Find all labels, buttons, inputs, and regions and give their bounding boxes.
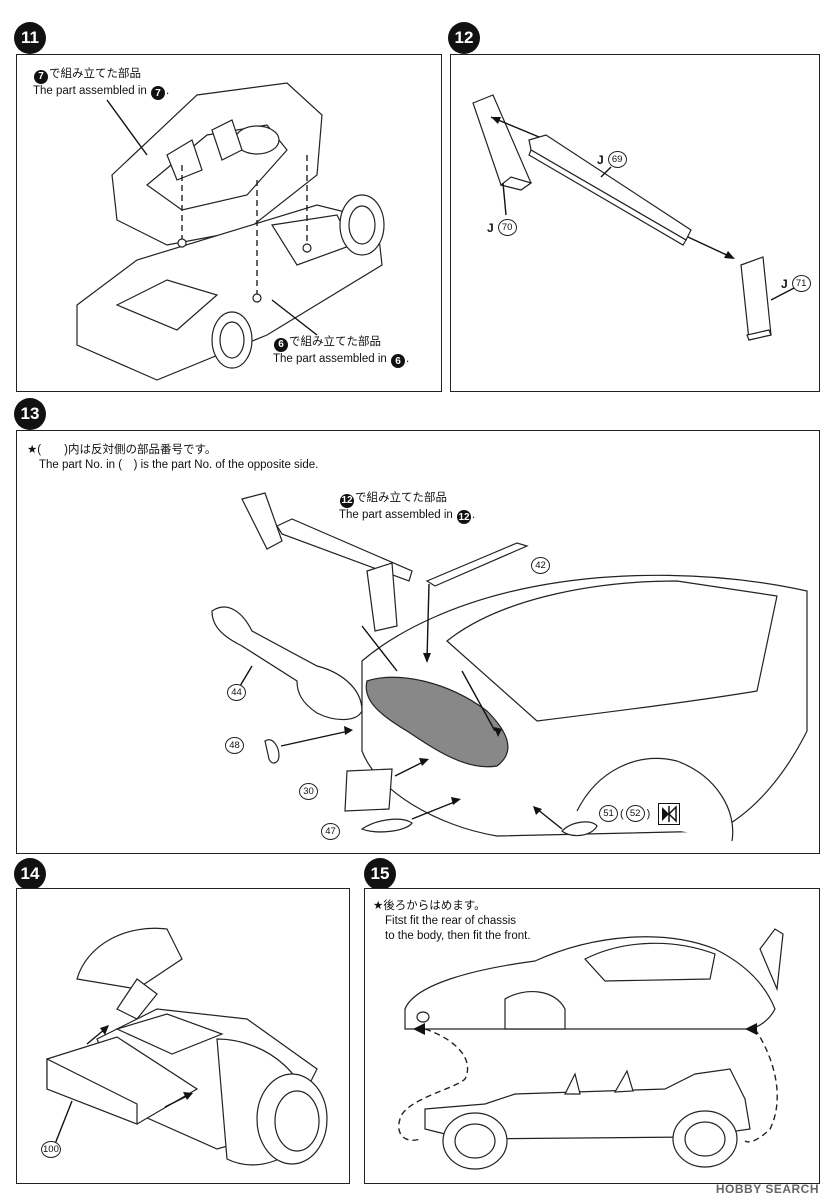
step-11-top-note-jp: で組み立てた部品 (49, 68, 141, 80)
part-label-48: 48 (225, 737, 244, 754)
step-13-panel: ★( )内は反対側の部品番号です。 The part No. in ( ) is… (16, 430, 820, 854)
step-13-assembled-jp: で組み立てた部品 (355, 492, 447, 504)
step-ref-badge: 6 (391, 354, 405, 368)
step-ref-badge: 12 (340, 493, 354, 508)
body-chassis-drawing (398, 928, 784, 1170)
part-number-circle: 47 (321, 823, 340, 840)
step-15-note: ★後ろからはめます。 Fitst fit the rear of chassis… (373, 899, 531, 944)
part-label-j71: J 71 (781, 275, 811, 292)
part-number-circle: 48 (225, 737, 244, 754)
part-number-circle: 51 (599, 805, 618, 822)
part-number-circle: 100 (41, 1141, 61, 1158)
front-chassis-drawing (46, 927, 328, 1166)
step-number-14: 14 (14, 858, 46, 890)
part-label-47: 47 (321, 823, 340, 840)
step-number-11: 11 (14, 22, 46, 54)
step-ref-badge: 12 (457, 510, 471, 524)
part-label-j69: J 69 (597, 151, 627, 168)
part-label-44: 44 (227, 684, 246, 701)
step-11-bottom-note-jp: で組み立てた部品 (289, 336, 381, 348)
part-label-51-52: 51 ( 52 ) (599, 805, 650, 822)
step-number-15: 15 (364, 858, 396, 890)
watermark: HOBBY SEARCH (715, 1182, 819, 1196)
part-label-42: 42 (531, 557, 550, 574)
part-number-circle: 70 (497, 219, 517, 236)
mirror-symbol-icon (658, 803, 680, 825)
step-15-note-jp: ★後ろからはめます。 (373, 900, 486, 912)
step-12-panel: J 69 J 70 J 71 (450, 54, 820, 392)
step-14-panel: 100 (16, 888, 350, 1184)
step-11-top-note-en: The part assembled in (33, 84, 147, 97)
part-label-100: 100 (41, 1141, 61, 1158)
part-number-circle: 52 (625, 805, 645, 822)
step-number-13: 13 (14, 398, 46, 430)
rear-body-drawing (211, 492, 808, 842)
step-ref-badge: 7 (34, 69, 48, 84)
step-15-panel: ★後ろからはめます。 Fitst fit the rear of chassis… (364, 888, 820, 1184)
step-13-assembled-en: The part assembled in (339, 508, 453, 521)
part-number-circle: 69 (607, 151, 627, 168)
chassis-interior-drawing (76, 82, 385, 381)
step-13-note: ★( )内は反対側の部品番号です。 The part No. in ( ) is… (27, 443, 318, 473)
part-number-circle: 42 (531, 557, 550, 574)
step-15-note-en-2: to the body, then fit the front. (385, 930, 531, 942)
step-11-bottom-note-en: The part assembled in (273, 352, 387, 365)
rear-wing-drawing (472, 94, 797, 341)
part-label-30: 30 (299, 783, 318, 800)
step-13-note-en: The part No. in ( ) is the part No. of t… (39, 459, 319, 471)
part-number-circle: 71 (791, 275, 811, 292)
step-15-note-en-1: Fitst fit the rear of chassis (385, 915, 517, 927)
step-number-12: 12 (448, 22, 480, 54)
step-ref-badge: 6 (274, 337, 288, 352)
part-label-j70: J 70 (487, 219, 517, 236)
step-ref-badge: 7 (151, 86, 165, 100)
part-number-circle: 30 (299, 783, 318, 800)
step-13-note-jp: ★( )内は反対側の部品番号です。 (27, 444, 217, 456)
part-number-circle: 44 (227, 684, 246, 701)
